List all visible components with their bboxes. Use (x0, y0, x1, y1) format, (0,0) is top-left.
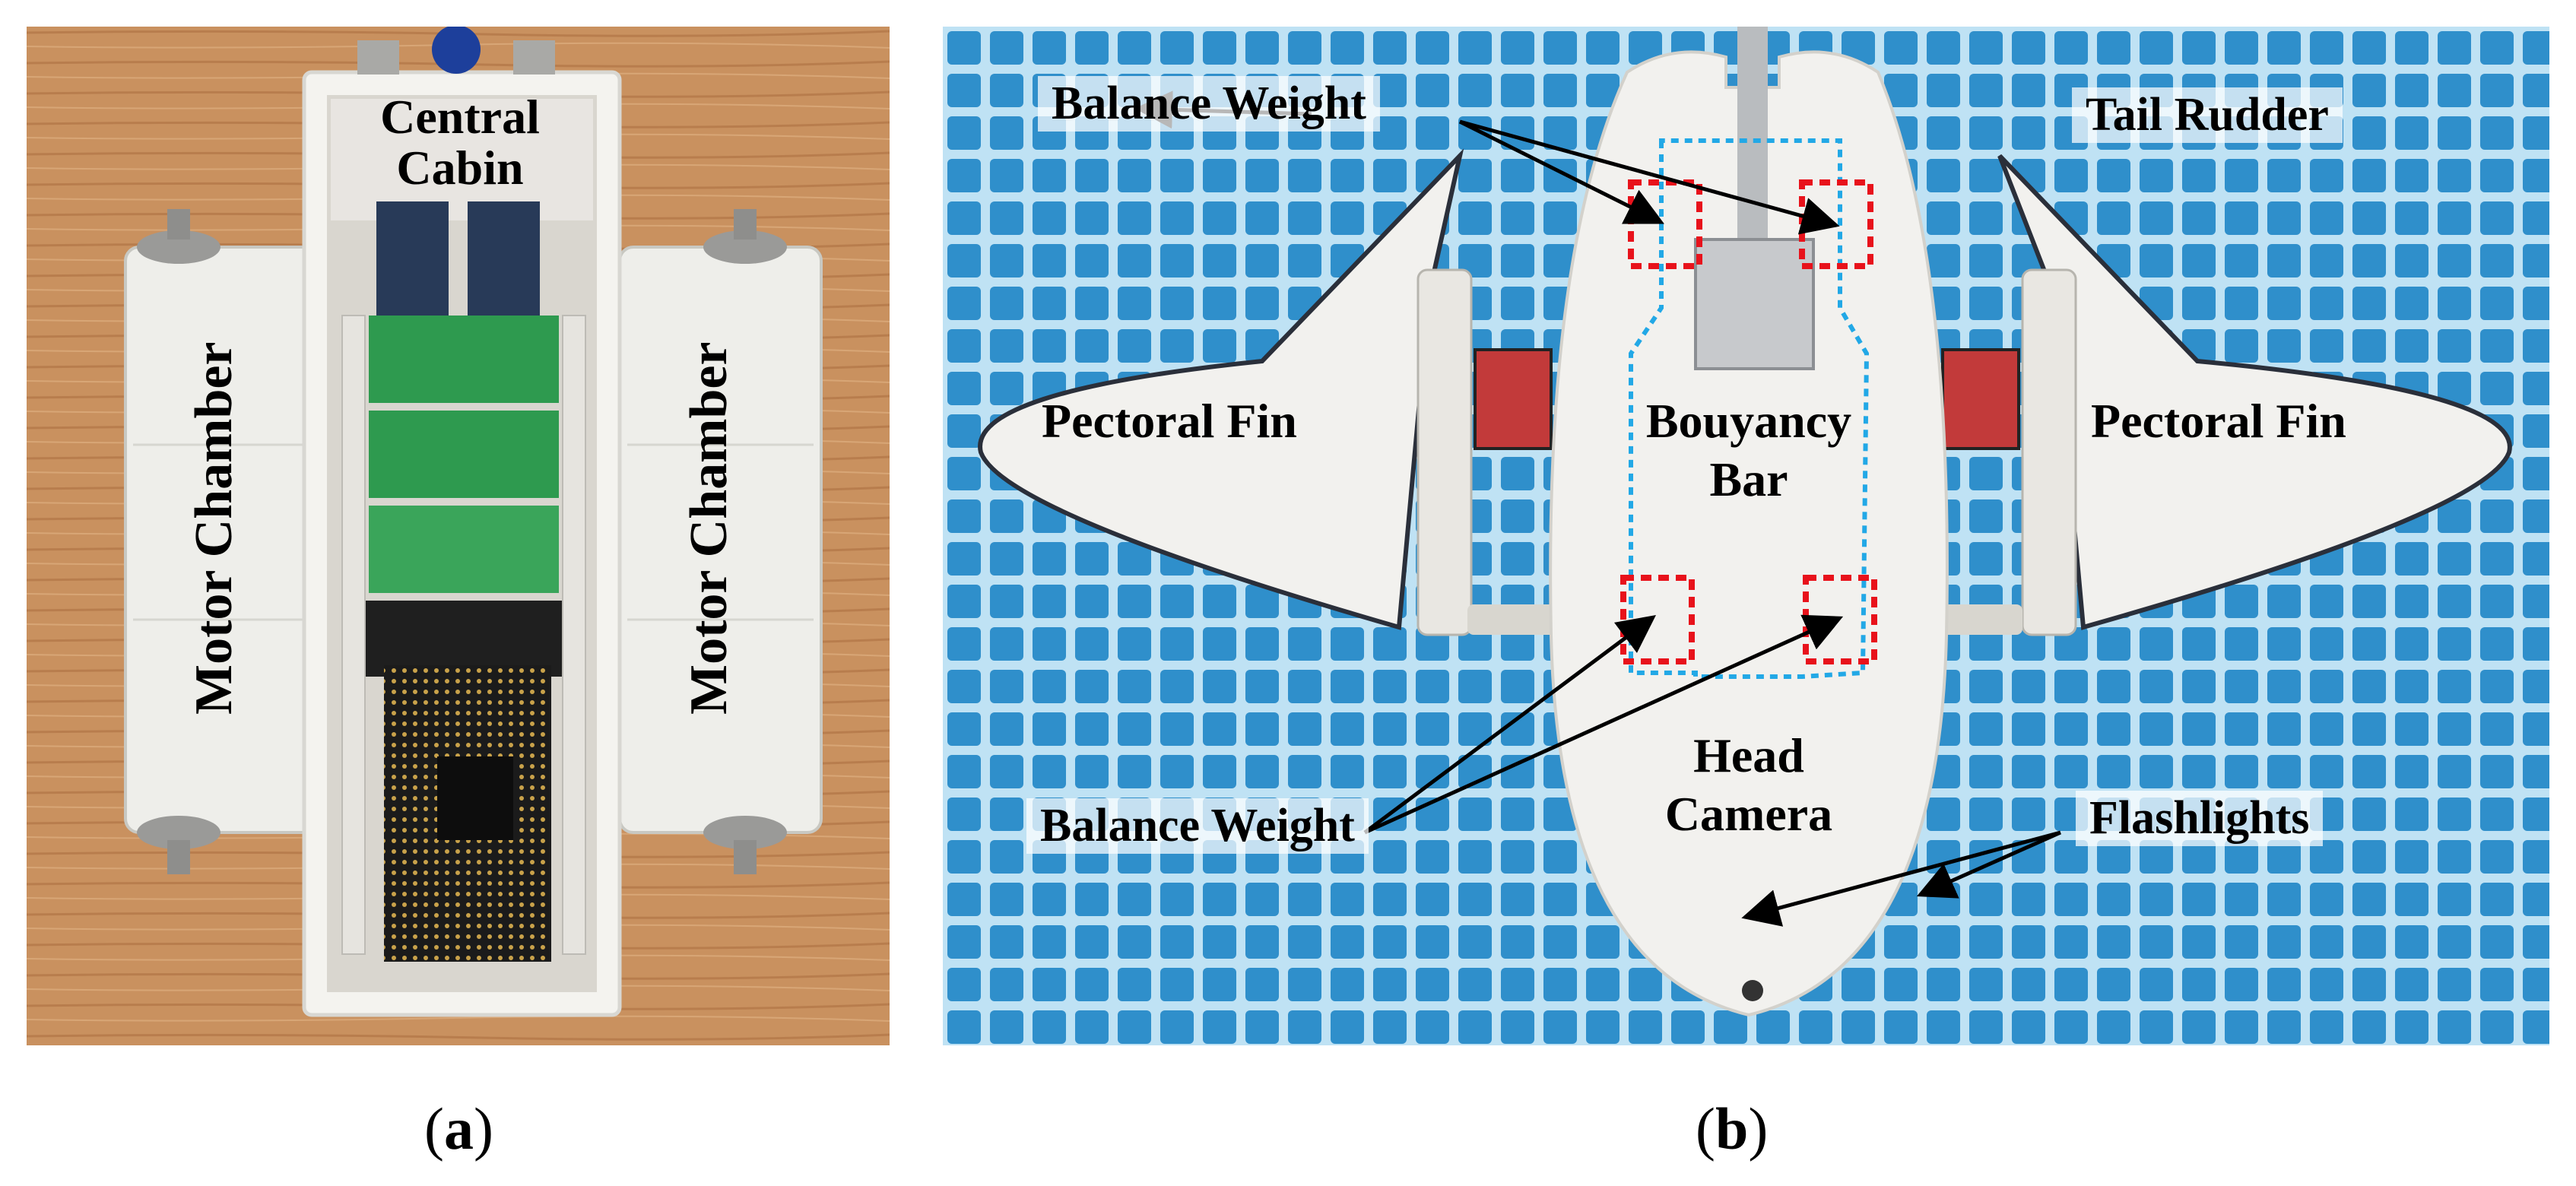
mounting-rod (1737, 27, 1768, 277)
robot-pool-photo (943, 27, 2549, 1045)
pectoral-fin-left-label: Pectoral Fin (1042, 394, 1297, 448)
motor-chamber-left-label: Motor Chamber (185, 341, 243, 715)
caption-b: (b) (1696, 1096, 1769, 1162)
buoyancy-bar-label: Bouyancy Bar (1645, 394, 1852, 507)
flashlights-label: Flashlights (2076, 791, 2324, 847)
balance-weight-top-label: Balance Weight (1038, 76, 1380, 132)
pectoral-fin-right-shape (1997, 154, 2512, 630)
motor-chamber-right-label: Motor Chamber (680, 341, 738, 715)
caption-a: (a) (424, 1096, 493, 1162)
central-cabin-label: Central Cabin (380, 90, 540, 195)
balance-weight-bottom-label: Balance Weight (1026, 798, 1369, 855)
photo-panel-a: Central Cabin Motor Chamber Motor Chambe… (27, 27, 890, 1045)
tail-rudder-label: Tail Rudder (2072, 87, 2343, 144)
buoyancy-bar-outline (1629, 138, 1870, 679)
head-camera-label: Head Camera (1664, 728, 1833, 842)
central-cabin-shape (302, 27, 622, 1017)
motor-chamber-right-shape (618, 209, 823, 874)
photo-panel-b: Balance Weight Tail Rudder Pectoral Fin … (943, 27, 2549, 1045)
pectoral-fin-right-label: Pectoral Fin (2091, 394, 2346, 448)
pectoral-fin-left-shape (978, 148, 1464, 630)
robot-internal-photo (27, 27, 890, 1045)
